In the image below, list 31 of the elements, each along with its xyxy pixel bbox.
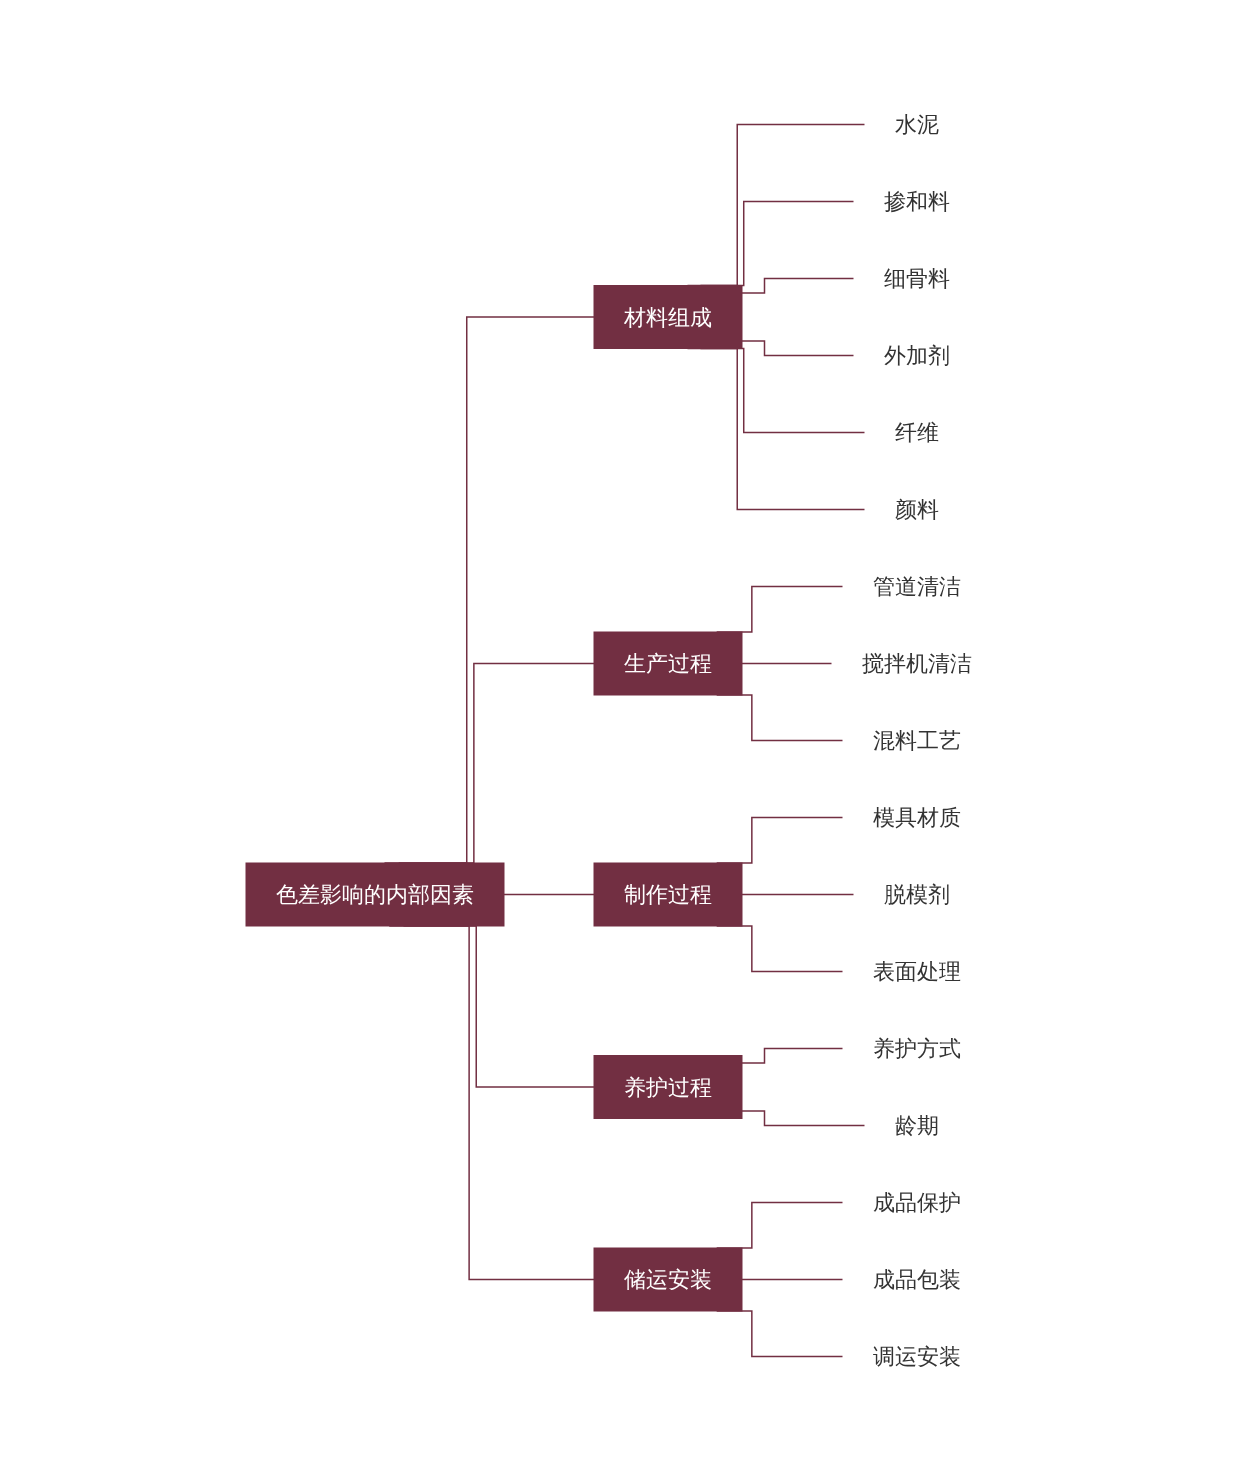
node-text: 模具材质 xyxy=(872,805,961,830)
node-text: 细骨料 xyxy=(883,266,950,291)
node-text: 管道清洁 xyxy=(872,574,961,599)
node-box: 储运安装 xyxy=(593,1247,742,1312)
node-text: 调运安装 xyxy=(872,1344,961,1369)
node-text: 成品保护 xyxy=(872,1190,961,1215)
node-box: 养护过程 xyxy=(593,1055,742,1119)
connector xyxy=(502,893,595,896)
node-box: 材料组成 xyxy=(593,285,742,349)
connector xyxy=(740,893,855,896)
connector xyxy=(740,1278,844,1281)
node-text: 成品包装 xyxy=(872,1267,961,1292)
node-text: 颜料 xyxy=(894,497,939,522)
connector xyxy=(740,662,833,665)
node-box: 色差影响的内部因素 xyxy=(245,862,504,927)
connector xyxy=(740,340,855,357)
node-text: 纤维 xyxy=(894,420,939,445)
node-text: 外加剂 xyxy=(883,343,950,368)
node-text: 龄期 xyxy=(894,1113,939,1138)
connector xyxy=(740,1110,866,1127)
node-text: 养护方式 xyxy=(872,1036,961,1061)
node-text: 搅拌机清洁 xyxy=(861,651,972,676)
node-text: 表面处理 xyxy=(872,959,961,984)
node-text: 混料工艺 xyxy=(872,728,961,753)
connector xyxy=(740,277,855,294)
node-box: 制作过程 xyxy=(593,862,742,927)
node-text: 水泥 xyxy=(894,112,939,137)
connector xyxy=(740,1047,844,1064)
node-text: 脱模剂 xyxy=(883,882,950,907)
node-text: 掺和料 xyxy=(883,189,950,214)
node-box: 生产过程 xyxy=(593,631,742,696)
